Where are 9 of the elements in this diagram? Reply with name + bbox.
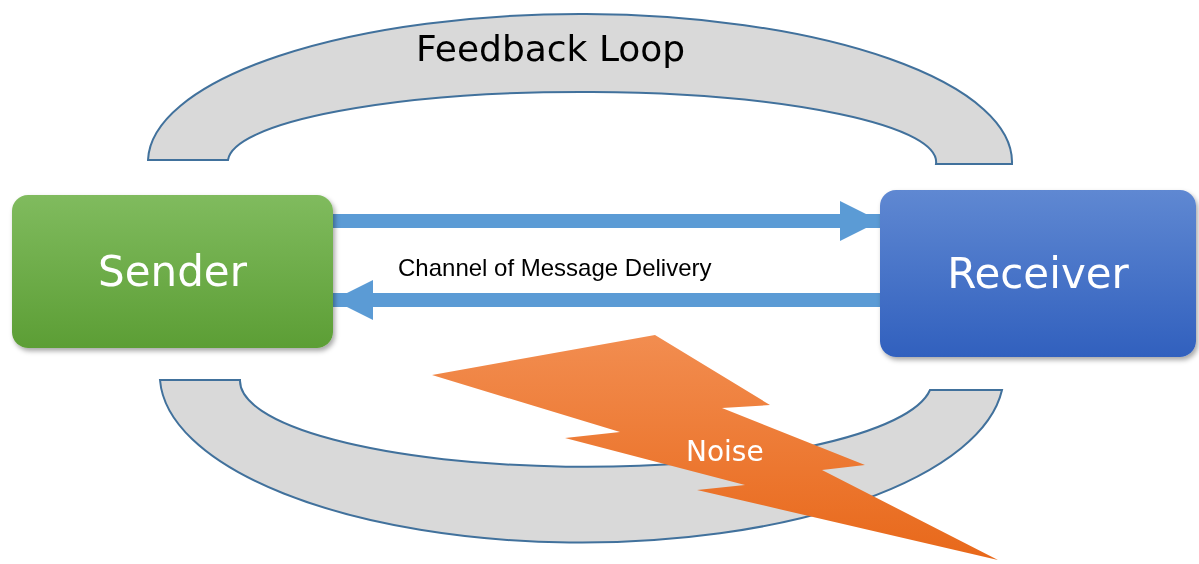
receiver-box <box>880 190 1196 357</box>
sender-box <box>12 195 333 348</box>
arrow <box>333 280 880 320</box>
node-label: Sender <box>98 247 247 296</box>
noise-label: Noise <box>686 435 764 468</box>
arrow <box>333 201 880 241</box>
node-label: Receiver <box>947 249 1129 298</box>
channel-label: Channel of Message Delivery <box>398 254 712 282</box>
band-title: Feedback Loop <box>416 28 686 69</box>
